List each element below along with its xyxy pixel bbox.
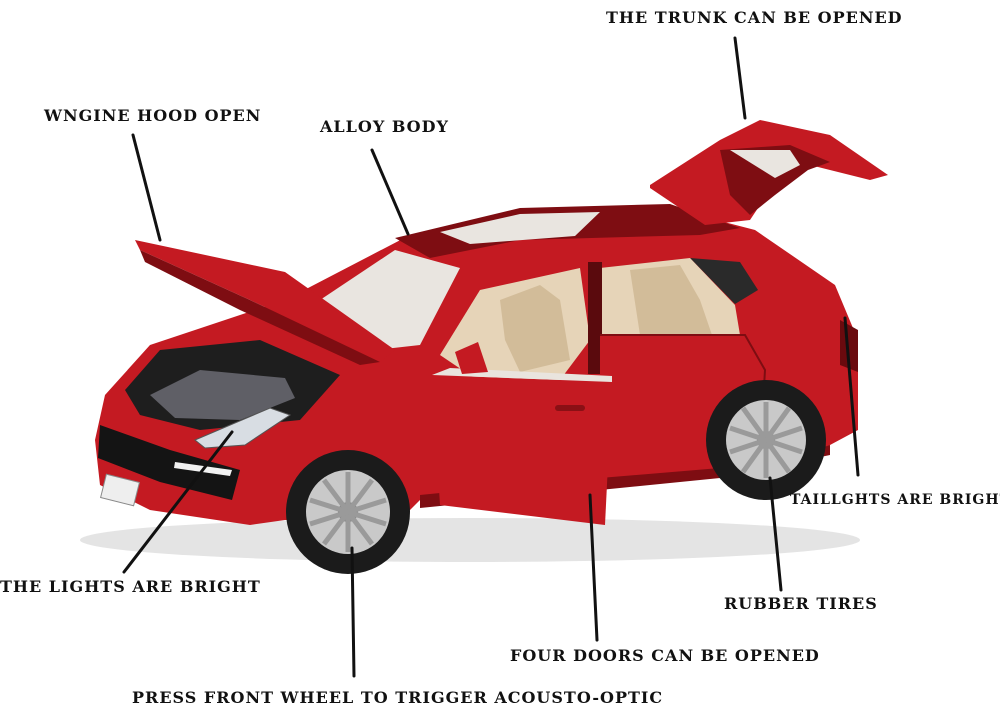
leader-doors xyxy=(588,493,599,642)
hood-underside xyxy=(140,250,380,365)
front-door xyxy=(432,375,612,525)
door-mirror xyxy=(455,342,488,374)
front-seat xyxy=(500,285,570,372)
b-pillar xyxy=(588,262,602,374)
rear-side-window xyxy=(690,258,758,304)
taillight xyxy=(840,320,858,372)
label-taillights: TAILLGHTS ARE BRIGHT xyxy=(790,492,1000,508)
label-trunk: THE TRUNK CAN BE OPENED xyxy=(606,8,903,27)
ground-shadow xyxy=(80,518,860,562)
rear-wheel xyxy=(706,380,826,500)
leader-wheel xyxy=(350,546,356,678)
trunk-glass xyxy=(730,150,800,178)
front-grille xyxy=(98,425,240,500)
leader-taillights xyxy=(843,316,860,477)
engine-hood xyxy=(135,240,395,362)
leader-trunk xyxy=(733,36,747,120)
trunk-inner xyxy=(720,145,830,215)
leader-tires xyxy=(768,476,783,592)
label-wheel: PRESS FRONT WHEEL TO TRIGGER ACOUSTO-OPT… xyxy=(132,688,664,707)
sunroof xyxy=(440,212,600,244)
label-hood: WNGINE HOOD OPEN xyxy=(44,106,262,125)
headlight xyxy=(194,407,292,449)
leader-alloy xyxy=(370,148,410,236)
leader-lines xyxy=(122,36,860,678)
label-alloy-body: ALLOY BODY xyxy=(320,117,449,136)
label-lights: THE LIGHTS ARE BRIGHT xyxy=(0,577,261,596)
door-handle xyxy=(555,405,585,411)
engine-cover xyxy=(150,370,295,420)
label-doors: FOUR DOORS CAN BE OPENED xyxy=(510,646,820,665)
leader-hood xyxy=(131,133,162,242)
label-tires: RUBBER TIRES xyxy=(724,594,878,613)
rear-seat xyxy=(630,265,712,335)
license-plate xyxy=(99,473,141,507)
leader-lights xyxy=(122,430,234,574)
front-wheel xyxy=(286,450,410,574)
